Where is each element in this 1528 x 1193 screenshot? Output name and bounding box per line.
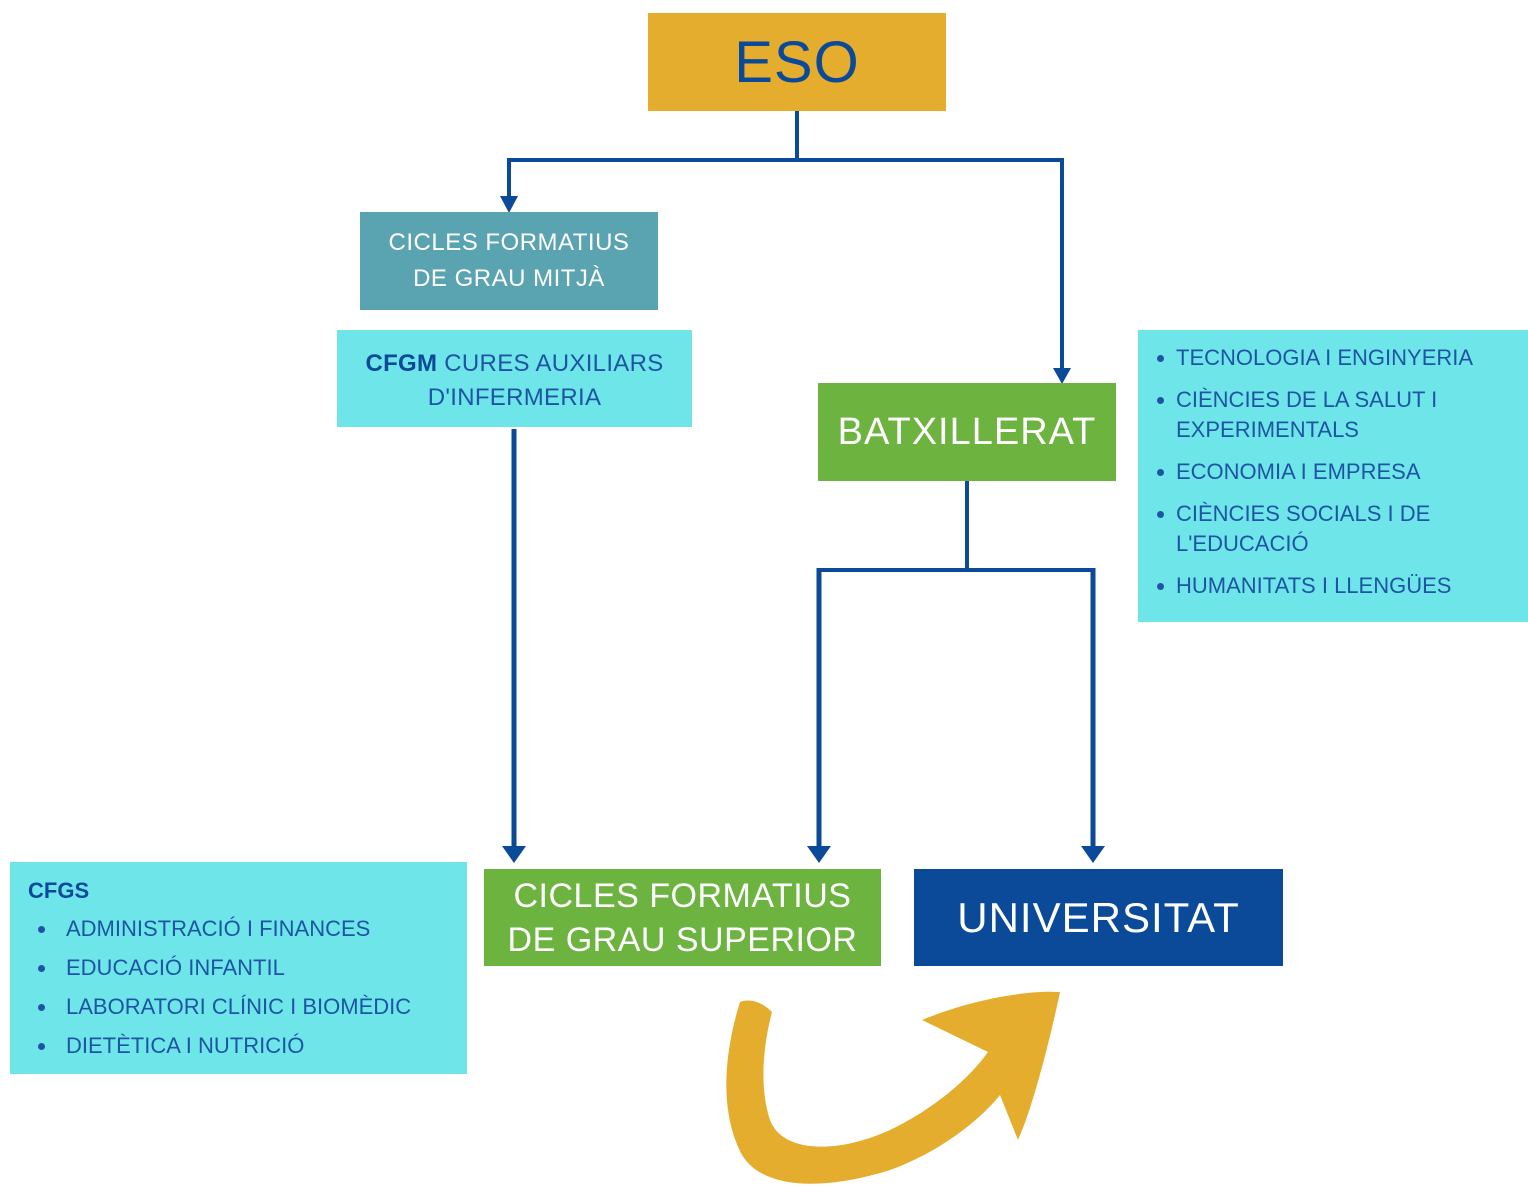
modality-item: CIÈNCIES SOCIALS I DE L'EDUCACIÓ xyxy=(1154,499,1514,559)
modality-line: ECONOMIA I EMPRESA xyxy=(1176,459,1421,484)
batxillerat-modalities-list: TECNOLOGIA I ENGINYERIA CIÈNCIES DE LA S… xyxy=(1154,343,1514,601)
modality-line: EXPERIMENTALS xyxy=(1176,417,1359,442)
cfgm-detail-line1-rest: CURES AUXILIARS xyxy=(437,350,664,377)
cfgs-item: LABORATORI CLÍNIC I BIOMÈDIC xyxy=(28,992,467,1022)
arrowhead-to-batxillerat xyxy=(1053,368,1071,384)
cfgs-detail-box: CFGS ADMINISTRACIÓ I FINANCES EDUCACIÓ I… xyxy=(10,862,467,1074)
modality-item: ECONOMIA I EMPRESA xyxy=(1154,457,1514,487)
modality-line: CIÈNCIES SOCIALS I DE xyxy=(1176,501,1431,526)
arrowhead-to-cfgm xyxy=(500,196,518,213)
cfgs-box: CICLES FORMATIUS DE GRAU SUPERIOR xyxy=(484,869,881,966)
cfgm-detail-box: CFGM CURES AUXILIARS D'INFERMERIA xyxy=(337,330,692,427)
arrowhead-to-cfgs-left xyxy=(502,846,526,863)
universitat-box: UNIVERSITAT xyxy=(914,869,1283,966)
batxillerat-label: BATXILLERAT xyxy=(837,410,1097,453)
modality-line: CIÈNCIES DE LA SALUT I xyxy=(1176,387,1438,412)
cfgs-detail-list: ADMINISTRACIÓ I FINANCES EDUCACIÓ INFANT… xyxy=(28,914,467,1061)
cfgm-detail-line2: D'INFERMERIA xyxy=(427,384,602,411)
cfgm-box: CICLES FORMATIUS DE GRAU MITJÀ xyxy=(360,212,658,310)
eso-label: ESO xyxy=(734,29,860,95)
modality-line: HUMANITATS I LLENGÜES xyxy=(1176,573,1452,598)
batxillerat-box: BATXILLERAT xyxy=(818,383,1116,481)
modality-item: CIÈNCIES DE LA SALUT I EXPERIMENTALS xyxy=(1154,385,1514,445)
cfgs-line2: DE GRAU SUPERIOR xyxy=(507,920,858,959)
cfgs-item: ADMINISTRACIÓ I FINANCES xyxy=(28,914,467,944)
cfgm-line2: DE GRAU MITJÀ xyxy=(413,265,605,292)
arrowhead-to-universitat xyxy=(1081,846,1105,863)
modality-line: L'EDUCACIÓ xyxy=(1176,531,1309,556)
universitat-label: UNIVERSITAT xyxy=(957,893,1240,941)
modality-item: HUMANITATS I LLENGÜES xyxy=(1154,571,1514,601)
modality-item: TECNOLOGIA I ENGINYERIA xyxy=(1154,343,1514,373)
cfgs-line1: CICLES FORMATIUS xyxy=(513,876,852,915)
eso-box: ESO xyxy=(648,13,946,111)
cfgm-line1: CICLES FORMATIUS xyxy=(388,229,630,256)
curved-arrow-icon xyxy=(726,991,1060,1184)
arrowhead-to-cfgs-right xyxy=(807,846,831,863)
cfgs-item: EDUCACIÓ INFANTIL xyxy=(28,953,467,983)
curved-arrow-shape xyxy=(726,991,1060,1184)
modality-line: TECNOLOGIA I ENGINYERIA xyxy=(1176,345,1474,370)
cfgs-detail-heading: CFGS xyxy=(28,878,90,903)
cfgm-detail-prefix: CFGM xyxy=(365,350,438,377)
cfgs-item: DIETÈTICA I NUTRICIÓ xyxy=(28,1031,467,1061)
batxillerat-modalities-box: TECNOLOGIA I ENGINYERIA CIÈNCIES DE LA S… xyxy=(1138,330,1528,622)
cfgm-detail-line1: CFGM CURES AUXILIARS xyxy=(365,347,663,381)
